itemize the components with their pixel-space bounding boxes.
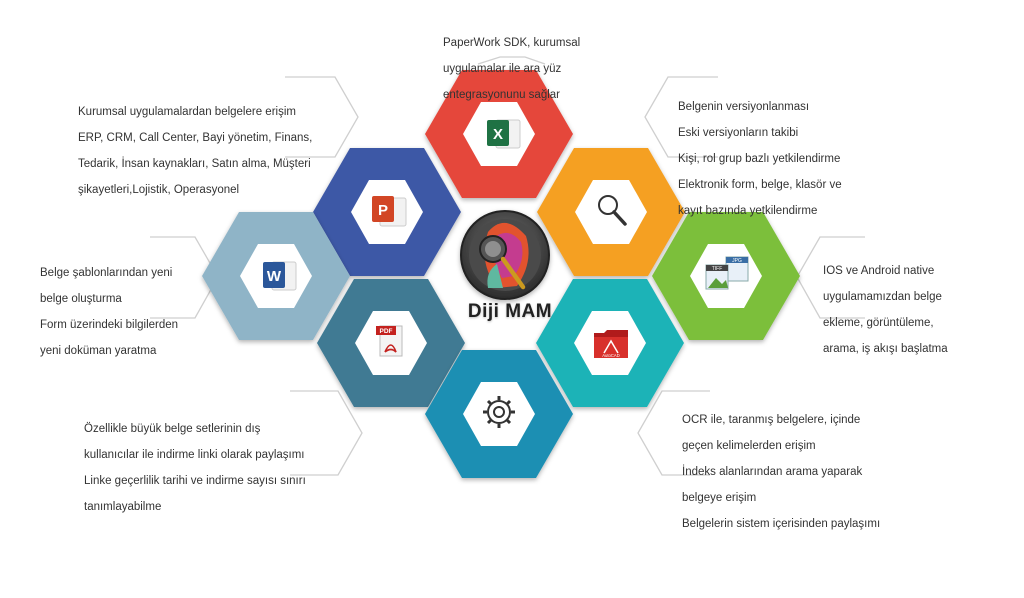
- autocad-icon: AutoCAD: [594, 330, 628, 358]
- text-line: PaperWork SDK, kurumsal: [443, 37, 581, 49]
- hex-powerpoint: P: [313, 148, 461, 276]
- text-line: uygulamamızdan belge: [823, 291, 942, 303]
- word-icon: W: [263, 261, 297, 291]
- magnifier-icon: [598, 195, 627, 226]
- powerpoint-icon: P: [372, 196, 407, 227]
- text-line: Özellikle büyük belge setlerinin dış: [84, 423, 261, 435]
- hex-search: [537, 148, 685, 276]
- text-line: entegrasyonunu sağlar: [443, 89, 560, 101]
- image-files-icon: JPG TIFF: [705, 256, 749, 290]
- text-line: Eski versiyonların takibi: [678, 127, 799, 139]
- text-line: tanımlayabilme: [84, 501, 162, 513]
- text-line: IOS ve Android native: [823, 265, 935, 277]
- pdf-icon: PDF: [376, 325, 403, 357]
- hex-settings: [425, 350, 573, 478]
- svg-text:P: P: [378, 202, 388, 219]
- text-line: belgeye erişim: [682, 492, 757, 504]
- text-line: Belgenin versiyonlanması: [678, 101, 810, 113]
- connector-top-right: [644, 76, 718, 158]
- hex-images: JPG TIFF: [652, 212, 800, 340]
- hex-excel: X: [425, 70, 573, 198]
- svg-text:TIFF: TIFF: [712, 266, 723, 272]
- svg-text:PDF: PDF: [380, 328, 393, 335]
- text-line: Kurumsal uygulamalardan belgelere erişim: [78, 106, 296, 118]
- text-line: ekleme, görüntüleme,: [823, 317, 934, 329]
- text-line: Kişi, rol grup bazlı yetkilendirme: [678, 153, 841, 165]
- text-line: kullanıcılar ile indirme linki olarak pa…: [84, 449, 305, 461]
- svg-text:JPG: JPG: [732, 258, 742, 264]
- text-block-left: Belge şablonlarından yeni belge oluşturm…: [40, 254, 178, 371]
- connector-bottom-left: [290, 390, 363, 476]
- text-block-bottom-left: Özellikle büyük belge setlerinin dış kul…: [84, 410, 306, 527]
- text-block-top-left: Kurumsal uygulamalardan belgelere erişim…: [78, 93, 312, 210]
- text-line: ERP, CRM, Call Center, Bayi yönetim, Fin…: [78, 132, 313, 144]
- hex-pdf: PDF: [317, 279, 465, 407]
- text-line: belge oluşturma: [40, 293, 122, 305]
- hex-autocad: AutoCAD: [536, 279, 684, 407]
- svg-text:AutoCAD: AutoCAD: [602, 353, 619, 358]
- text-block-top-right: Belgenin versiyonlanması Eski versiyonla…: [678, 88, 842, 231]
- svg-text:X: X: [493, 126, 503, 143]
- text-line: şikayetleri,Lojistik, Operasyonel: [78, 184, 240, 196]
- text-line: Belgelerin sistem içerisinden paylaşımı: [682, 518, 881, 530]
- text-block-right: IOS ve Android native uygulamamızdan bel…: [823, 252, 948, 369]
- hex-word: W: [202, 212, 350, 340]
- text-line: uygulamalar ile ara yüz: [443, 63, 562, 75]
- text-line: yeni doküman yaratma: [40, 345, 157, 357]
- text-line: Form üzerindeki bilgilerden: [40, 319, 179, 331]
- text-block-bottom-right: OCR ile, taranmış belgelere, içinde geçe…: [682, 401, 880, 544]
- text-line: OCR ile, taranmış belgelere, içinde: [682, 414, 861, 426]
- excel-icon: X: [487, 119, 521, 149]
- text-line: İndeks alanlarından arama yaparak: [682, 466, 863, 478]
- text-block-top: PaperWork SDK, kurumsal uygulamalar ile …: [443, 24, 580, 115]
- connector-top-left: [285, 76, 359, 158]
- gear-icon: [483, 396, 515, 428]
- text-line: Belge şablonlarından yeni: [40, 267, 173, 279]
- text-line: Tedarik, İnsan kaynakları, Satın alma, M…: [78, 158, 311, 170]
- svg-text:W: W: [267, 268, 282, 285]
- text-line: arama, iş akışı başlatma: [823, 343, 948, 355]
- connector-top: [477, 56, 546, 65]
- text-line: Elektronik form, belge, klasör ve: [678, 179, 842, 191]
- brand-name: Diji MAM: [467, 301, 553, 322]
- text-line: geçen kelimelerden erişim: [682, 440, 816, 452]
- diji-mam-logo: [460, 210, 550, 300]
- text-line: kayıt bazında yetkilendirme: [678, 205, 818, 217]
- text-line: Linke geçerlilik tarihi ve indirme sayıs…: [84, 475, 306, 487]
- connector-bottom-right: [637, 390, 710, 476]
